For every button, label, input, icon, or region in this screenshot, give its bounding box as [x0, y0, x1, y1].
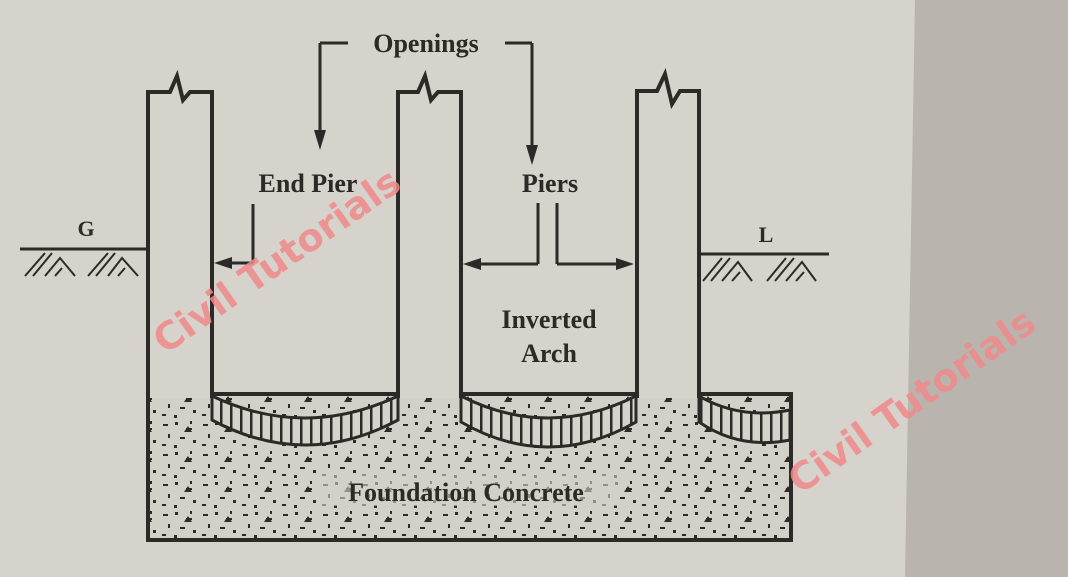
label-openings: Openings — [373, 29, 479, 58]
arrow-left-icon — [214, 257, 232, 269]
arrow-down-right-icon — [526, 145, 538, 165]
label-foundation-concrete: Foundation Concrete — [348, 478, 584, 507]
label-inverted: Inverted — [501, 305, 597, 334]
piers-pointer — [478, 203, 618, 266]
arrow-right-icon — [616, 258, 634, 270]
end-pier-left — [146, 69, 214, 398]
pier-middle — [396, 69, 463, 398]
inverted-arch-1 — [210, 393, 400, 447]
label-end-pier: End Pier — [259, 169, 358, 198]
inverted-arch-2 — [459, 393, 638, 449]
inverted-arch-3 — [697, 393, 792, 445]
label-arch: Arch — [521, 339, 577, 368]
label-ground-left: G — [77, 216, 94, 241]
end-pier-right — [635, 67, 701, 398]
end-pier-pointer — [228, 204, 255, 265]
label-piers: Piers — [522, 169, 578, 198]
ground-level-left — [20, 247, 148, 277]
arrow-down-left-icon — [314, 130, 326, 150]
openings-bracket — [318, 41, 534, 150]
label-ground-right: L — [759, 222, 774, 247]
ground-level-right — [699, 252, 829, 282]
arrow-left-icon — [463, 258, 481, 270]
